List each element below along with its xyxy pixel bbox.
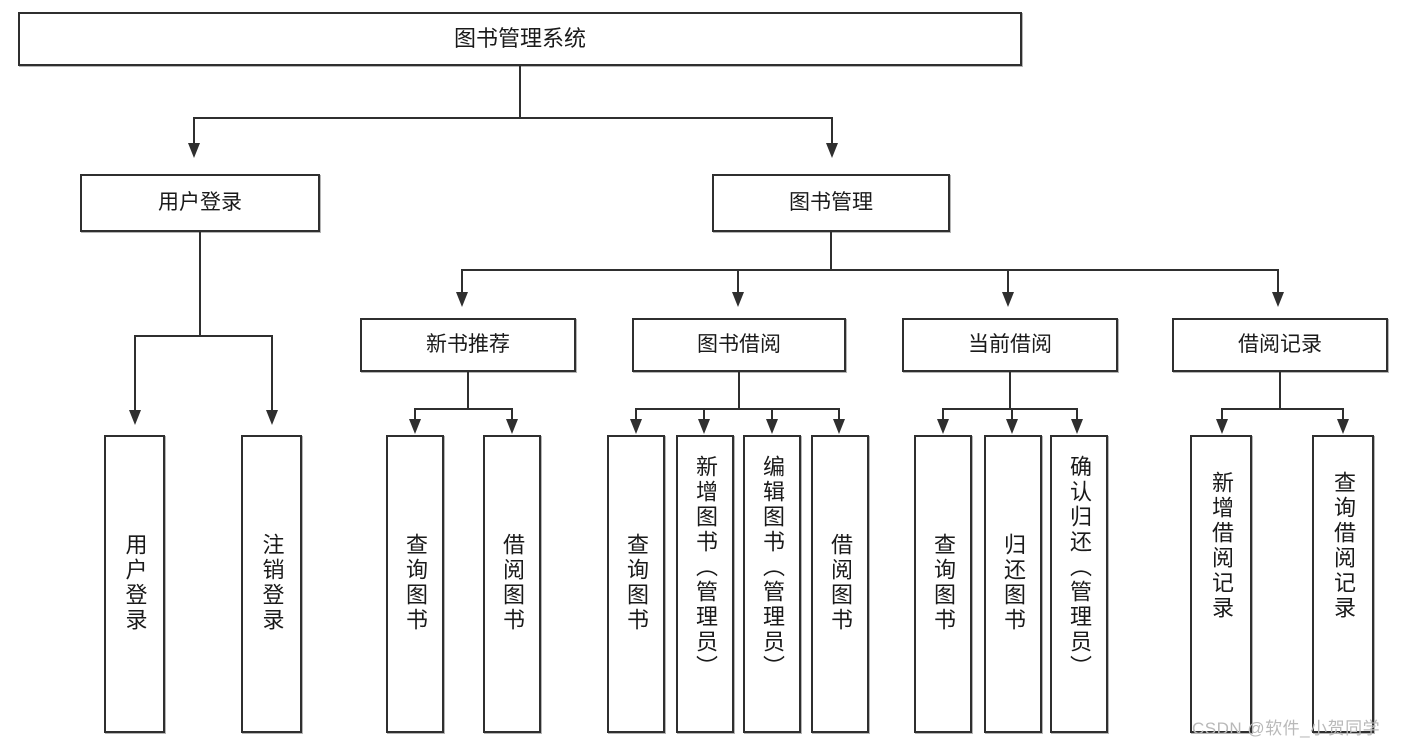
connector-newbook-drop-1: [414, 408, 416, 422]
connector-borrowrecords-drop-1: [1221, 408, 1223, 422]
node-label: 查询图书: [624, 533, 649, 633]
leaf-query-borrow-record[interactable]: 查询借阅记录: [1312, 435, 1374, 733]
node-label: 图书借阅: [697, 332, 781, 356]
connector-bookmgmt-drop-4: [1277, 269, 1279, 295]
node-label: 编辑图书（管理员）: [760, 455, 785, 680]
node-label: 新增图书（管理员）: [693, 455, 718, 680]
node-user-login[interactable]: 用户登录: [80, 174, 320, 232]
leaf-logout[interactable]: 注销登录: [241, 435, 302, 733]
connector-borrowrecords-stem: [1279, 372, 1281, 409]
connector-root-drop-left: [193, 117, 195, 145]
connector-newbook-stem: [467, 372, 469, 409]
node-book-management[interactable]: 图书管理: [712, 174, 950, 232]
leaf-add-book-admin[interactable]: 新增图书（管理员）: [676, 435, 734, 733]
arrowhead-bookborrow-leaf-4: [833, 419, 845, 434]
connector-bookmgmt-drop-2: [737, 269, 739, 295]
arrowhead-newbook-leaf-1: [409, 419, 421, 434]
arrowhead-to-borrow-records: [1272, 292, 1284, 307]
connector-bookborrow-drop-1: [635, 408, 637, 422]
node-label: 当前借阅: [968, 332, 1052, 356]
leaf-borrow-book[interactable]: 借阅图书: [811, 435, 869, 733]
node-label: 用户登录: [158, 190, 242, 214]
connector-root-bus: [193, 117, 833, 119]
node-label: 用户登录: [122, 533, 148, 633]
arrowhead-borrowrecords-leaf-1: [1216, 419, 1228, 434]
arrowhead-borrowrecords-leaf-2: [1337, 419, 1349, 434]
connector-currentborrow-bus: [942, 408, 1078, 410]
node-label: 借阅图书: [828, 533, 853, 633]
node-label: 借阅图书: [500, 533, 525, 633]
connector-bookmgmt-drop-1: [461, 269, 463, 295]
connector-bookmgmt-stem: [830, 232, 832, 270]
connector-bookmgmt-bus: [461, 269, 1279, 271]
connector-userlogin-drop-1: [134, 335, 136, 413]
node-label: 图书管理: [789, 190, 873, 214]
arrowhead-bookborrow-leaf-1: [630, 419, 642, 434]
connector-currentborrow-drop-1: [942, 408, 944, 422]
arrowhead-newbook-leaf-2: [506, 419, 518, 434]
arrowhead-currentborrow-leaf-3: [1071, 419, 1083, 434]
arrowhead-userlogin-leaf-2: [266, 410, 278, 425]
leaf-edit-book-admin[interactable]: 编辑图书（管理员）: [743, 435, 801, 733]
leaf-confirm-return-admin[interactable]: 确认归还（管理员）: [1050, 435, 1108, 733]
connector-currentborrow-drop-2: [1011, 408, 1013, 422]
node-new-book-recommend[interactable]: 新书推荐: [360, 318, 576, 372]
connector-borrowrecords-bus: [1221, 408, 1344, 410]
arrowhead-currentborrow-leaf-1: [937, 419, 949, 434]
node-label: 新增借阅记录: [1209, 471, 1234, 621]
arrowhead-currentborrow-leaf-2: [1006, 419, 1018, 434]
connector-bookborrow-bus: [635, 408, 840, 410]
connector-userlogin-bus: [134, 335, 272, 337]
connector-bookborrow-stem: [738, 372, 740, 409]
node-label: 新书推荐: [426, 332, 510, 356]
connector-root-stem: [519, 66, 521, 118]
node-root-system[interactable]: 图书管理系统: [18, 12, 1022, 66]
node-label: 图书管理系统: [453, 26, 586, 52]
node-label: 注销登录: [259, 533, 285, 633]
node-label: 查询图书: [931, 533, 956, 633]
leaf-add-borrow-record[interactable]: 新增借阅记录: [1190, 435, 1252, 733]
arrowhead-to-book-borrow: [732, 292, 744, 307]
leaf-return-book[interactable]: 归还图书: [984, 435, 1042, 733]
arrowhead-to-new-book: [456, 292, 468, 307]
node-label: 查询图书: [403, 533, 428, 633]
arrowhead-bookborrow-leaf-3: [766, 419, 778, 434]
connector-currentborrow-stem: [1009, 372, 1011, 409]
arrowhead-to-current-borrow: [1002, 292, 1014, 307]
arrowhead-to-book-management: [826, 143, 838, 158]
leaf-query-book-borrow[interactable]: 查询图书: [607, 435, 665, 733]
leaf-query-book-newbook[interactable]: 查询图书: [386, 435, 444, 733]
leaf-borrow-book-newbook[interactable]: 借阅图书: [483, 435, 541, 733]
connector-bookborrow-drop-3: [771, 408, 773, 422]
connector-newbook-bus: [414, 408, 513, 410]
connector-borrowrecords-drop-2: [1342, 408, 1344, 422]
connector-root-drop-right: [831, 117, 833, 145]
connector-newbook-drop-2: [511, 408, 513, 422]
node-label: 借阅记录: [1238, 332, 1322, 356]
leaf-query-book-current[interactable]: 查询图书: [914, 435, 972, 733]
node-book-borrow[interactable]: 图书借阅: [632, 318, 846, 372]
arrowhead-to-user-login: [188, 143, 200, 158]
node-label: 查询借阅记录: [1331, 471, 1356, 621]
node-borrow-records[interactable]: 借阅记录: [1172, 318, 1388, 372]
node-label: 归还图书: [1001, 533, 1026, 633]
csdn-watermark: CSDN @软件_小贺同学: [1192, 719, 1381, 738]
node-current-borrow[interactable]: 当前借阅: [902, 318, 1118, 372]
connector-currentborrow-drop-3: [1076, 408, 1078, 422]
connector-bookborrow-drop-2: [703, 408, 705, 422]
arrowhead-bookborrow-leaf-2: [698, 419, 710, 434]
connector-userlogin-drop-2: [271, 335, 273, 413]
arrowhead-userlogin-leaf-1: [129, 410, 141, 425]
node-label: 确认归还（管理员）: [1067, 455, 1092, 680]
connector-userlogin-stem: [199, 232, 201, 336]
connector-bookmgmt-drop-3: [1007, 269, 1009, 295]
connector-bookborrow-drop-4: [838, 408, 840, 422]
leaf-user-login[interactable]: 用户登录: [104, 435, 165, 733]
